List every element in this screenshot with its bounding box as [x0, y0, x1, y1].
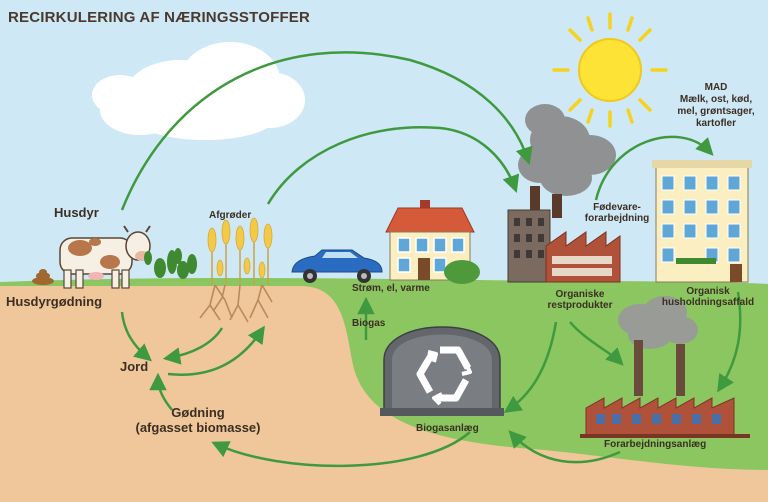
label-fodevare-line1: Fødevare-	[593, 202, 641, 213]
car	[291, 249, 383, 283]
flow-arrows	[120, 51, 742, 468]
label-jord: Jord	[120, 359, 149, 374]
processing-plant	[580, 340, 750, 438]
house	[385, 200, 475, 281]
manure	[32, 269, 54, 285]
label-organiske-rest-line2: restprodukter	[547, 300, 613, 311]
recycle-icon	[416, 346, 472, 406]
soil	[0, 286, 768, 502]
arrow-husholdning-to-processing	[717, 291, 742, 393]
label-husdyrgodning: Husdyrgødning	[6, 294, 103, 309]
roots	[199, 284, 273, 323]
arrow-jord-to-roots	[167, 325, 265, 376]
arrow-processing-to-biogasanlaeg	[508, 430, 621, 464]
label-organisk-husholdning: Organisk husholdningsaffald	[648, 286, 768, 308]
wheat	[207, 217, 273, 285]
label-godning-line1: Gødning	[171, 405, 225, 420]
arrow-godning-to-jord	[149, 372, 173, 411]
bush	[444, 260, 480, 284]
processing-smoke	[618, 296, 698, 349]
label-organiske-rest: Organiske restprodukter	[540, 289, 620, 311]
label-godning-line2: (afgasset biomasse)	[135, 420, 261, 435]
label-organiske-rest-line1: Organiske	[555, 289, 605, 300]
label-strom: Strøm, el, varme	[352, 283, 430, 294]
arrow-roots-to-jord	[162, 327, 224, 365]
arrow-afgroder-to-factory	[266, 126, 520, 205]
cow	[59, 225, 151, 289]
label-godning: Gødning (afgasset biomasse)	[118, 405, 278, 435]
label-biogas: Biogas	[352, 318, 386, 329]
arrow-husdyrgodning-to-jord	[120, 311, 152, 362]
label-fodevare: Fødevare- forarbejdning	[576, 202, 658, 224]
label-organisk-husholdning-line1: Organisk	[686, 286, 730, 297]
arrow-husdyr-to-factory	[120, 51, 533, 211]
food-factory	[507, 186, 621, 283]
arrow-restprodukter-to-biogasanlaeg	[503, 321, 558, 413]
label-mad-line3: mel, grøntsager,	[677, 106, 755, 117]
sun	[552, 12, 668, 128]
label-mad: MAD Mælk, ost, kød, mel, grøntsager, kar…	[668, 82, 764, 130]
arrow-fodevare-to-mad	[594, 135, 714, 201]
vegetable-plants	[144, 248, 197, 279]
label-organisk-husholdning-line2: husholdningsaffald	[661, 297, 755, 308]
label-husdyr: Husdyr	[54, 205, 99, 220]
biogas-plant	[380, 326, 504, 416]
label-afgroder: Afgrøder	[209, 210, 252, 221]
label-biogasanlaeg: Biogasanlæg	[416, 423, 479, 434]
diagram-title: RECIRKULERING AF NÆRINGSSTOFFER	[8, 9, 311, 26]
label-mad-line1: MAD	[704, 82, 728, 93]
arrow-restprodukter-to-processing	[569, 321, 624, 366]
label-mad-line4: kartofler	[695, 118, 736, 129]
label-mad-line2: Mælk, ost, kød,	[679, 94, 753, 105]
apartment-building	[652, 160, 752, 283]
label-forarbejdningsanlaeg: Forarbejdningsanlæg	[604, 439, 707, 450]
label-fodevare-line2: forarbejdning	[584, 213, 650, 224]
arrow-biogasanlaeg-to-godning	[211, 431, 471, 468]
